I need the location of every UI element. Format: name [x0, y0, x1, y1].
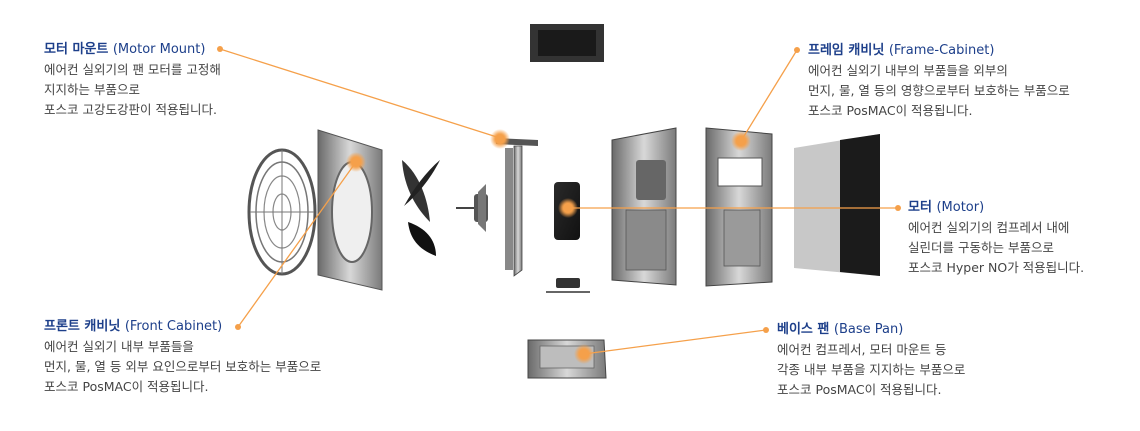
callout-title-ko: 모터 [908, 200, 932, 215]
callout-line: 포스코 PosMAC이 적용됩니다. [44, 379, 209, 394]
callout-line: 실린더를 구동하는 부품으로 [908, 240, 1054, 255]
base-pan-part [527, 339, 607, 379]
callout-line: 에어컨 실외기 내부의 부품들을 외부의 [808, 63, 1008, 78]
callout-line: 에어컨 실외기의 컴프레서 내에 [908, 220, 1070, 235]
frame-cabinet-part [705, 127, 773, 287]
callout-title-en: (Motor Mount) [112, 42, 206, 57]
top-cover-part [530, 24, 604, 62]
callout-line: 지지하는 부품으로 [44, 82, 140, 97]
callout-title-en: (Motor) [936, 200, 985, 215]
callout-title-ko: 모터 마운트 [44, 42, 109, 57]
callout-title-ko: 베이스 팬 [777, 322, 830, 337]
side-panel-part [794, 134, 880, 276]
leader-lines [219, 48, 898, 355]
callout-title-en: (Front Cabinet) [124, 319, 223, 334]
callout-line: 먼지, 물, 열 등의 영향으로부터 보호하는 부품으로 [808, 83, 1070, 98]
callout-dots [217, 46, 901, 333]
fan-guard-part [247, 148, 317, 276]
callout-title-en: (Frame-Cabinet) [888, 43, 995, 58]
internal-cabinet-part [611, 127, 677, 286]
fan-blade-part [402, 160, 440, 256]
callout-line: 에어컨 컴프레서, 모터 마운트 등 [777, 342, 947, 357]
callout-frame-cabinet: 프레임 캐비닛 (Frame-Cabinet) 에어컨 실외기 내부의 부품들을… [808, 41, 1070, 121]
callout-title-ko: 프레임 캐비닛 [808, 43, 885, 58]
callout-title: 프론트 캐비닛 (Front Cabinet) [44, 317, 321, 337]
fan-motor-part [456, 184, 488, 232]
callout-line: 포스코 PosMAC이 적용됩니다. [777, 382, 942, 397]
callout-line: 에어컨 실외기 내부 부품들을 [44, 339, 194, 354]
callout-base-pan: 베이스 팬 (Base Pan) 에어컨 컴프레서, 모터 마운트 등 각종 내… [777, 320, 965, 400]
callout-motor: 모터 (Motor) 에어컨 실외기의 컴프레서 내에 실린더를 구동하는 부품… [908, 198, 1084, 278]
motor-mount-part [496, 138, 538, 277]
callout-motor-mount: 모터 마운트 (Motor Mount) 에어컨 실외기의 팬 모터를 고정해 … [44, 40, 221, 120]
callout-title-en: (Base Pan) [833, 322, 904, 337]
callout-title: 모터 마운트 (Motor Mount) [44, 40, 221, 60]
callout-line: 포스코 Hyper NO가 적용됩니다. [908, 260, 1085, 275]
callout-front-cabinet: 프론트 캐비닛 (Front Cabinet) 에어컨 실외기 내부 부품들을 … [44, 317, 321, 397]
callout-title-ko: 프론트 캐비닛 [44, 319, 121, 334]
callout-line: 먼지, 물, 열 등 외부 요인으로부터 보호하는 부품으로 [44, 359, 322, 374]
callout-title: 베이스 팬 (Base Pan) [777, 320, 965, 340]
part-highlight-markers [346, 129, 751, 364]
callout-line: 에어컨 실외기의 팬 모터를 고정해 [44, 62, 221, 77]
callout-line: 포스코 고강도강판이 적용됩니다. [44, 102, 217, 117]
callout-title: 모터 (Motor) [908, 198, 1084, 218]
compressor-base-part [546, 278, 590, 293]
callout-title: 프레임 캐비닛 (Frame-Cabinet) [808, 41, 1070, 61]
callout-line: 각종 내부 부품을 지지하는 부품으로 [777, 362, 966, 377]
callout-line: 포스코 PosMAC이 적용됩니다. [808, 103, 973, 118]
